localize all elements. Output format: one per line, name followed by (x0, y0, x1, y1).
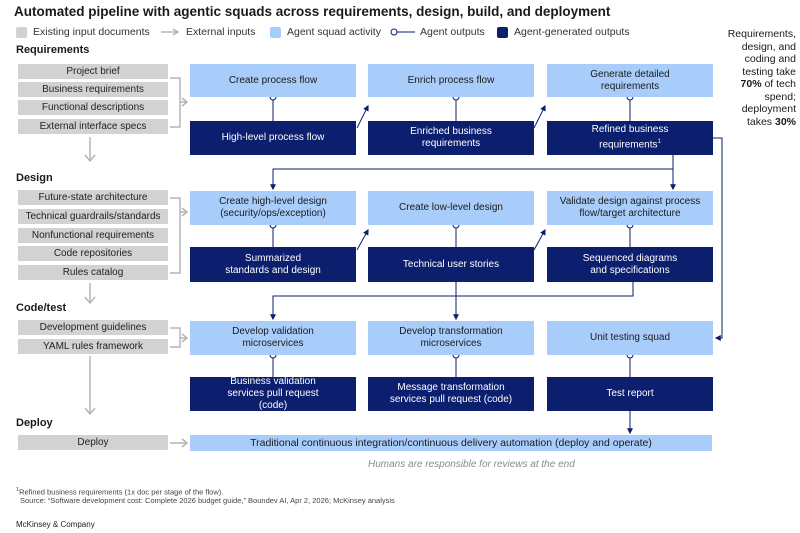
section-design: Design (16, 172, 53, 184)
input-doc: Code repositories (18, 246, 168, 261)
squad-box: Create low-level design (368, 191, 534, 225)
legend-external-label: External inputs (186, 26, 256, 38)
output-box: Business validation services pull reques… (190, 376, 356, 411)
arrow-right-icon (161, 28, 180, 36)
input-doc: External interface specs (18, 119, 168, 134)
input-doc: Business requirements (18, 82, 168, 97)
squad-box: Develop validation microservices (190, 321, 356, 355)
legend-generated: Agent-generated outputs (497, 25, 630, 39)
legend-squad: Agent squad activity (270, 25, 381, 39)
side-note: Requirements, design, and coding and tes… (724, 28, 796, 128)
output-box: Enriched business requirements (368, 121, 534, 155)
side-note-mid: of tech spend; deployment takes (741, 78, 796, 128)
light-blue-swatch-icon (270, 26, 281, 38)
squad-box: Enrich process flow (368, 64, 534, 97)
brand-logo: McKinsey & Company (16, 520, 95, 529)
legend-squad-label: Agent squad activity (287, 26, 381, 38)
footnote-text: Refined business requirements (1x doc pe… (19, 487, 224, 497)
footnote-marker: 1 (657, 139, 661, 146)
input-doc: Rules catalog (18, 265, 168, 280)
legend-generated-label: Agent-generated outputs (514, 26, 630, 38)
deploy-bar: Traditional continuous integration/conti… (190, 435, 712, 451)
output-box: Technical user stories (368, 247, 534, 282)
gray-arrows (84, 77, 189, 448)
connector-dot-icon (390, 28, 415, 36)
footnote: 1Refined business requirements (1x doc p… (16, 486, 223, 497)
navy-connectors (270, 97, 723, 435)
squad-box: Validate design against process flow/tar… (547, 191, 713, 225)
side-note-pre: Requirements, design, and coding and tes… (727, 28, 796, 78)
input-doc: YAML rules framework (18, 339, 168, 354)
output-label: Refined business requirements (591, 124, 669, 151)
section-deploy: Deploy (16, 417, 53, 429)
output-box-refined: Refined business requirements1 (547, 121, 713, 155)
squad-box: Generate detailed requirements (547, 64, 713, 97)
input-doc: Future-state architecture (18, 190, 168, 205)
legend-existing-label: Existing input documents (33, 26, 150, 38)
output-box: Sequenced diagrams and specifications (547, 247, 713, 282)
legend-outputs-label: Agent outputs (420, 26, 485, 38)
footnote-number: 1 (16, 487, 20, 493)
legend-existing: Existing input documents (16, 25, 150, 39)
squad-box: Unit testing squad (547, 321, 713, 355)
output-box: Test report (547, 377, 713, 411)
squad-box: Develop transformation microservices (368, 321, 534, 355)
input-doc: Nonfunctional requirements (18, 228, 168, 243)
squad-box: Create high-level design (security/ops/e… (190, 191, 356, 225)
side-note-pct-70: 70% (740, 78, 762, 90)
page-title: Automated pipeline with agentic squads a… (14, 4, 611, 19)
input-doc: Deploy (18, 435, 168, 450)
legend-outputs: Agent outputs (390, 25, 485, 39)
gray-swatch-icon (16, 26, 27, 38)
input-doc: Technical guardrails/standards (18, 209, 168, 224)
input-doc: Functional descriptions (18, 100, 168, 115)
squad-box: Create process flow (190, 64, 356, 97)
humans-note: Humans are responsible for reviews at th… (368, 459, 575, 470)
section-requirements: Requirements (16, 44, 90, 56)
source-note: Source: “Software development cost: Comp… (20, 496, 395, 505)
dark-blue-swatch-icon (497, 26, 508, 38)
output-box: High-level process flow (190, 121, 356, 155)
output-box: Summarized standards and design (190, 247, 356, 282)
output-box: Message transformation services pull req… (368, 377, 534, 411)
legend-external: External inputs (160, 25, 255, 39)
section-code-test: Code/test (16, 302, 67, 314)
input-doc: Development guidelines (18, 320, 168, 335)
side-note-pct-30: 30% (774, 115, 796, 128)
input-doc: Project brief (18, 64, 168, 79)
